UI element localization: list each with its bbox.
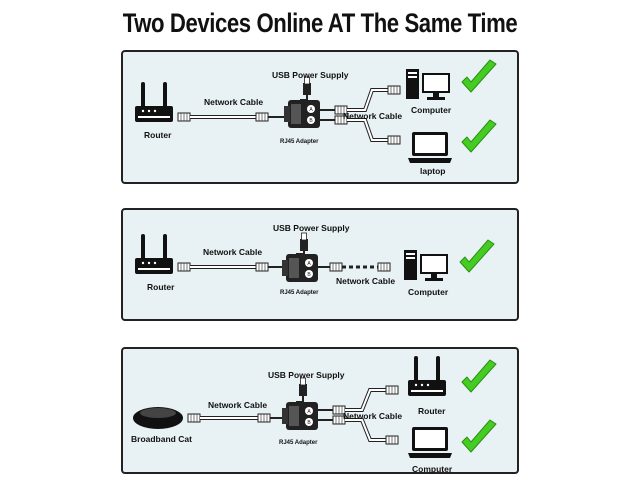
router-icon xyxy=(133,234,175,276)
computer-label: Computer xyxy=(411,105,452,115)
router-icon xyxy=(133,82,175,124)
usb-plug-icon xyxy=(299,232,309,252)
network-cable-label: Network Cable xyxy=(343,111,403,121)
adapter-icon xyxy=(284,100,320,128)
router-label: Router xyxy=(418,406,446,416)
adapter-icon xyxy=(282,402,318,430)
network-cable-right xyxy=(318,262,391,272)
router-label: Router xyxy=(144,130,172,140)
broadband-cat-label: Broadband Cat xyxy=(131,434,192,444)
laptop-label: laptop xyxy=(420,166,446,176)
network-cable-right xyxy=(318,385,399,445)
network-cable-label: Network Cable xyxy=(204,97,264,107)
computer-label: Computer xyxy=(408,287,449,297)
network-cable-label: Network Cable xyxy=(336,276,396,286)
checkmark-icon xyxy=(459,239,495,273)
computer-icon xyxy=(406,69,450,100)
usb-plug-icon xyxy=(298,377,308,397)
adapter-label: RJ45 Adapter xyxy=(280,290,319,296)
router-label: Router xyxy=(147,282,175,292)
computer-icon xyxy=(404,250,448,281)
page-title: Two Devices Online AT The Same Time xyxy=(122,8,518,38)
panel3-graphics xyxy=(133,356,497,458)
network-cable-label: Network Cable xyxy=(343,411,403,421)
checkmark-icon xyxy=(461,359,497,393)
adapter-icon xyxy=(282,254,318,282)
adapter-label: RJ45 Adapter xyxy=(280,139,319,145)
usb-power-supply-label: USB Power Supply xyxy=(272,70,349,80)
modem-icon xyxy=(133,407,183,429)
panel2-graphics xyxy=(133,232,495,282)
network-cable-left xyxy=(177,112,285,122)
network-cable-left xyxy=(187,413,283,423)
computer-label: Computer xyxy=(412,464,453,474)
panel1-graphics xyxy=(133,59,497,163)
checkmark-icon xyxy=(461,59,497,93)
router-icon xyxy=(406,356,448,398)
network-cable-label: Network Cable xyxy=(203,247,263,257)
laptop-icon xyxy=(408,132,452,163)
network-cable-label: Network Cable xyxy=(208,400,268,410)
laptop-icon xyxy=(408,427,452,458)
checkmark-icon xyxy=(461,119,497,153)
usb-power-supply-label: USB Power Supply xyxy=(268,370,345,380)
adapter-label: RJ45 Adapter xyxy=(279,440,318,446)
usb-power-supply-label: USB Power Supply xyxy=(273,223,350,233)
network-cable-right xyxy=(320,85,401,145)
network-cable-left xyxy=(177,262,283,272)
checkmark-icon xyxy=(461,419,497,453)
